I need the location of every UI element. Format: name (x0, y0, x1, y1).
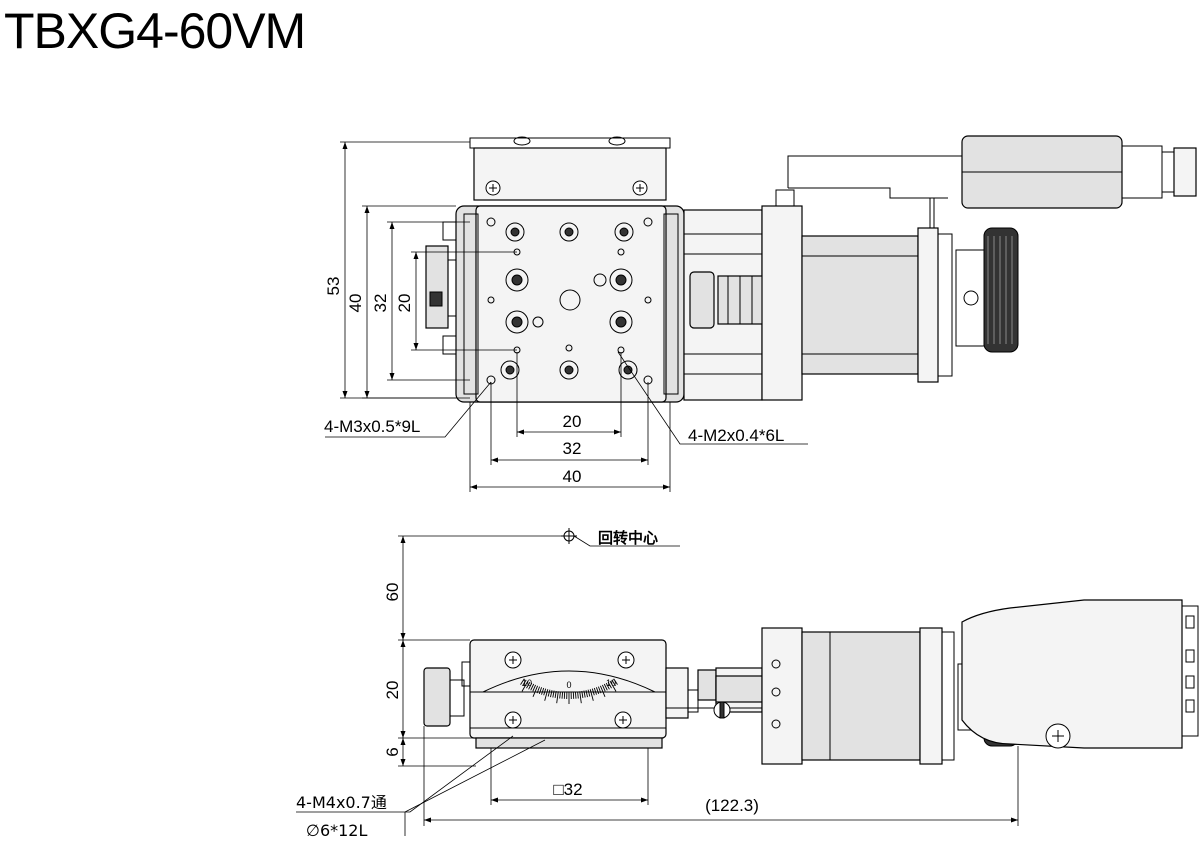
dim-40: 40 (346, 294, 365, 313)
scale-tick (611, 679, 616, 687)
scale-tick (581, 690, 584, 698)
angle-scale (520, 678, 618, 704)
scale-tick (559, 691, 561, 699)
top-dims-horizontal: 20 32 40 (469, 352, 671, 492)
callout-m3: 4-M3x0.5*9L (324, 417, 420, 436)
scale-tick (589, 689, 594, 701)
callout-m2: 4-M2x0.4*6L (688, 426, 784, 445)
scale-tick (538, 687, 543, 695)
callout-counterbore: ∅6*12L (306, 821, 367, 840)
rotation-center: 回转中心 (398, 528, 680, 547)
scale-tick (587, 689, 591, 697)
dim-h-32: 32 (563, 439, 582, 458)
scale-tick (526, 681, 531, 689)
scale-tick (579, 691, 582, 704)
scale-label-right: 10 (606, 678, 616, 688)
scale-tick (577, 691, 579, 699)
scale-tick (601, 684, 606, 692)
scale-tick (593, 687, 597, 695)
scale-tick (591, 688, 595, 696)
top-bracket (469, 136, 671, 201)
scale-tick (585, 690, 588, 698)
scale-tick (597, 686, 602, 694)
side-callouts: 4-M4x0.7通 ∅6*12L (296, 735, 546, 840)
scale-tick (543, 688, 547, 696)
top-drive (683, 135, 1197, 401)
side-view: 回转中心 10 0 10 (296, 528, 1199, 840)
scale-tick (613, 678, 618, 685)
dim-h-40: 40 (563, 467, 582, 486)
scale-label-left: 10 (522, 678, 532, 688)
stage-top (455, 205, 685, 403)
callout-m4: 4-M4x0.7通 (296, 793, 387, 812)
scale-tick (550, 690, 553, 698)
dim-side-20: 20 (383, 681, 402, 700)
scale-tick (536, 686, 541, 694)
side-stage: 10 0 10 (469, 639, 667, 749)
scale-tick (547, 689, 551, 697)
dim-6: 6 (383, 747, 402, 756)
scale-tick (530, 683, 535, 691)
top-callouts: 4-M3x0.5*9L 4-M2x0.4*6L (324, 351, 808, 445)
rotation-center-label: 回转中心 (598, 529, 658, 547)
scale-tick (552, 690, 555, 698)
side-left-knob (423, 661, 475, 727)
dim-60: 60 (383, 583, 402, 602)
scale-tick (532, 684, 537, 692)
scale-tick (520, 678, 525, 685)
dim-32: 32 (371, 294, 390, 313)
dim-53: 53 (324, 277, 343, 296)
scale-tick (583, 690, 586, 698)
scale-tick (561, 691, 564, 699)
dim-overall-length: (122.3) (705, 796, 759, 815)
side-dims-vertical: 60 20 6 (383, 536, 476, 767)
scale-tick (544, 689, 549, 701)
scale-tick (605, 682, 610, 690)
scale-tick (528, 682, 533, 690)
top-dims-vertical: 53 40 32 20 (324, 141, 517, 399)
drawing-title: TBXG4-60VM (4, 3, 306, 59)
scale-tick (599, 685, 606, 697)
scale-tick (595, 687, 600, 695)
scale-label-zero: 0 (566, 680, 571, 690)
scale-tick (556, 691, 559, 704)
scale-tick (603, 683, 608, 691)
scale-tick (541, 687, 545, 695)
scale-tick (521, 680, 529, 692)
top-view: 53 40 32 20 20 32 40 4-M3x0.5*9L 4-M2x0.… (324, 135, 1197, 492)
scale-tick (532, 685, 539, 697)
scale-tick (609, 680, 617, 692)
scale-tick (607, 681, 612, 689)
dim-square-32: □32 (553, 780, 582, 799)
dim-20: 20 (395, 294, 414, 313)
dim-h-20: 20 (563, 412, 582, 431)
scale-tick (522, 679, 527, 687)
scale-tick (554, 690, 557, 698)
side-drive (665, 599, 1199, 765)
scale-tick (574, 691, 577, 699)
side-dims-horizontal: □32 (122.3) (423, 726, 1019, 826)
